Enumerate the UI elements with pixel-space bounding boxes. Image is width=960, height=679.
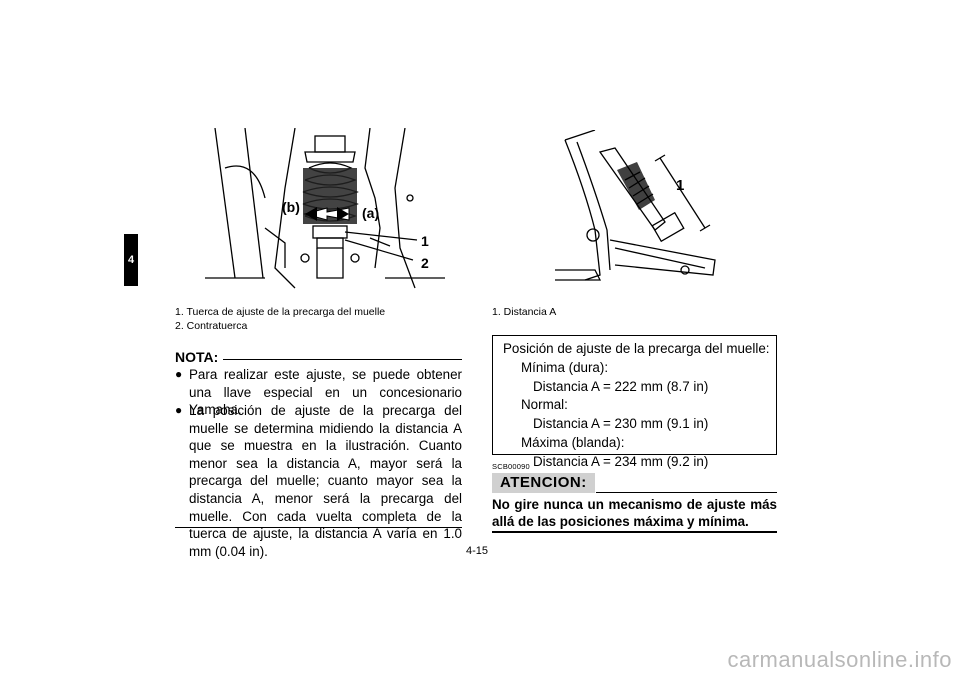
spec-max-label: Máxima (blanda): bbox=[521, 434, 625, 450]
chapter-tab-label: 4 bbox=[127, 254, 135, 266]
caption-item: 2. Contratuerca bbox=[175, 320, 248, 332]
right-figure-captions: 1. Distancia A bbox=[492, 305, 556, 319]
caution-end-rule bbox=[492, 531, 777, 533]
shock-absorber-drawing: (b) (a) 1 2 bbox=[205, 128, 445, 289]
spec-min-value: Distancia A = 222 mm (8.7 in) bbox=[533, 378, 709, 394]
caution-heading: ATENCION: bbox=[492, 473, 777, 493]
distance-a-illustration: 1 bbox=[555, 130, 725, 290]
callout-1: 1 bbox=[421, 233, 429, 249]
note-bullet-text: La posición de ajuste de la precarga del… bbox=[189, 403, 462, 559]
note-heading-label: NOTA: bbox=[175, 349, 223, 365]
bullet-icon: ● bbox=[175, 367, 183, 381]
spec-max-value: Distancia A = 234 mm (9.2 in) bbox=[533, 453, 709, 469]
watermark: carmanualsonline.info bbox=[727, 647, 952, 672]
direction-label-a: (a) bbox=[362, 205, 379, 221]
note-bullet: ● Para realizar este ajuste, se puede ob… bbox=[175, 366, 462, 419]
note-bullet: ● La posición de ajuste de la precarga d… bbox=[175, 402, 462, 560]
distance-a-drawing: 1 bbox=[555, 130, 716, 281]
callout-1: 1 bbox=[676, 177, 684, 194]
page-number: 4-15 bbox=[466, 545, 489, 557]
preload-spec-box: Posición de ajuste de la precarga del mu… bbox=[492, 335, 777, 469]
direction-label-b: (b) bbox=[282, 199, 300, 215]
note-heading: NOTA: bbox=[175, 349, 462, 365]
note-bullet-text: Para realizar este ajuste, se puede obte… bbox=[189, 367, 462, 418]
caution-text: No gire nunca un mecanismo de ajuste más… bbox=[492, 497, 777, 529]
caption-item: 1. Distancia A bbox=[492, 306, 557, 318]
spec-title: Posición de ajuste de la precarga del mu… bbox=[503, 341, 770, 356]
spec-min-label: Mínima (dura): bbox=[521, 359, 609, 375]
note-end-rule bbox=[175, 527, 462, 528]
caution-heading-rule bbox=[596, 492, 777, 493]
callout-2: 2 bbox=[421, 255, 429, 271]
spec-normal-value: Distancia A = 230 mm (9.1 in) bbox=[533, 416, 709, 432]
caution-code: SCB00090 bbox=[492, 462, 530, 471]
chapter-tab: 4 bbox=[124, 234, 138, 286]
caption-item: 1. Tuerca de ajuste de la precarga del m… bbox=[175, 306, 386, 318]
note-heading-rule bbox=[223, 359, 462, 360]
bullet-icon: ● bbox=[175, 403, 183, 417]
left-figure-captions: 1. Tuerca de ajuste de la precarga del m… bbox=[175, 305, 385, 333]
shock-absorber-illustration: (b) (a) 1 2 bbox=[205, 128, 445, 290]
caution-badge: ATENCION: bbox=[492, 473, 595, 493]
spec-normal-label: Normal: bbox=[521, 397, 568, 413]
